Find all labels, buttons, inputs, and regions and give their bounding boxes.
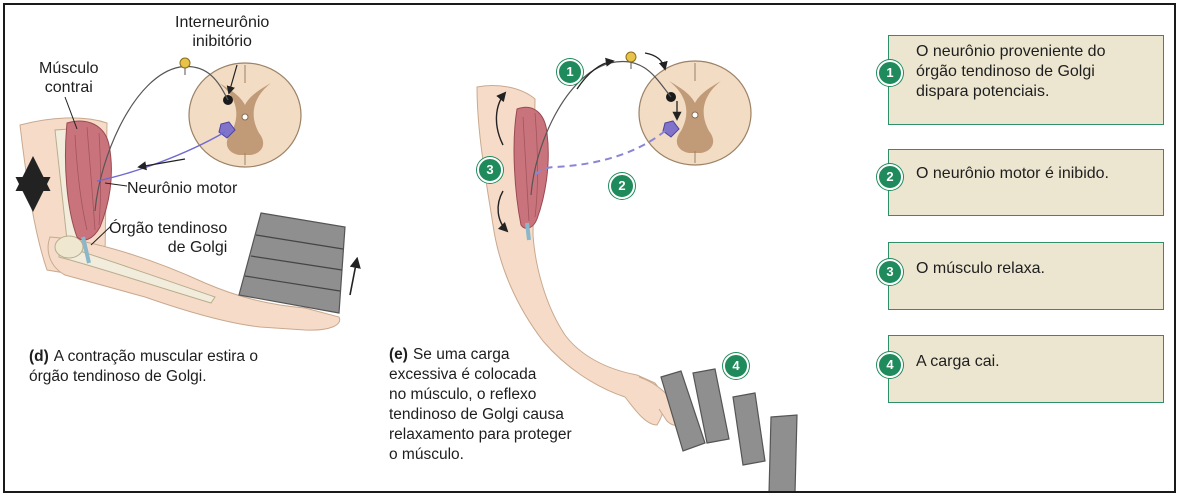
caption-d: (d)A contração muscular estira o órgão t… (29, 347, 258, 387)
marker-4: 4 (723, 353, 749, 379)
ganglion-e (626, 52, 636, 62)
marker-3: 3 (477, 157, 503, 183)
step-1-badge: 1 (877, 60, 903, 86)
step-4-text: A carga cai. (916, 352, 1000, 372)
caption-d-text: A contração muscular estira o órgão tend… (29, 348, 258, 385)
weight-stack-d (239, 213, 345, 313)
elbow-joint-d (55, 236, 83, 258)
step-box-4: 4 A carga cai. (888, 335, 1164, 403)
spinal-cord-e (639, 61, 751, 165)
label-interneuron: Interneurônio inibitório (175, 13, 269, 51)
spinal-cord-d (189, 63, 301, 167)
falling-weights-e (661, 369, 797, 493)
step-box-2: 2 O neurônio motor é inibido. (888, 149, 1164, 216)
step-box-1: 1 O neurônio proveniente do órgão tendin… (888, 35, 1164, 125)
step-4-badge: 4 (877, 352, 903, 378)
step-box-3: 3 O músculo relaxa. (888, 242, 1164, 310)
step-1-text: O neurônio proveniente do órgão tendinos… (916, 42, 1105, 102)
label-motor-neuron: Neurônio motor (127, 179, 237, 198)
caption-e-letter: (e) (389, 346, 408, 363)
caption-e-text: Se uma carga excessiva é colocada no mús… (389, 346, 572, 463)
marker-1: 1 (557, 59, 583, 85)
marker-2: 2 (609, 173, 635, 199)
step-3-text: O músculo relaxa. (916, 259, 1045, 279)
ganglion-d (180, 58, 190, 68)
biceps-muscle-e (514, 107, 548, 228)
step-2-text: O neurônio motor é inibido. (916, 164, 1109, 184)
caption-d-letter: (d) (29, 348, 49, 365)
figure-frame: Interneurônio inibitório Músculo contrai… (3, 3, 1176, 493)
step-3-badge: 3 (877, 259, 903, 285)
caption-e: (e)Se uma carga excessiva é colocada no … (389, 345, 572, 465)
label-golgi-organ: Órgão tendinoso de Golgi (109, 219, 227, 257)
label-muscle-contracts: Músculo contrai (39, 59, 99, 97)
step-2-badge: 2 (877, 164, 903, 190)
